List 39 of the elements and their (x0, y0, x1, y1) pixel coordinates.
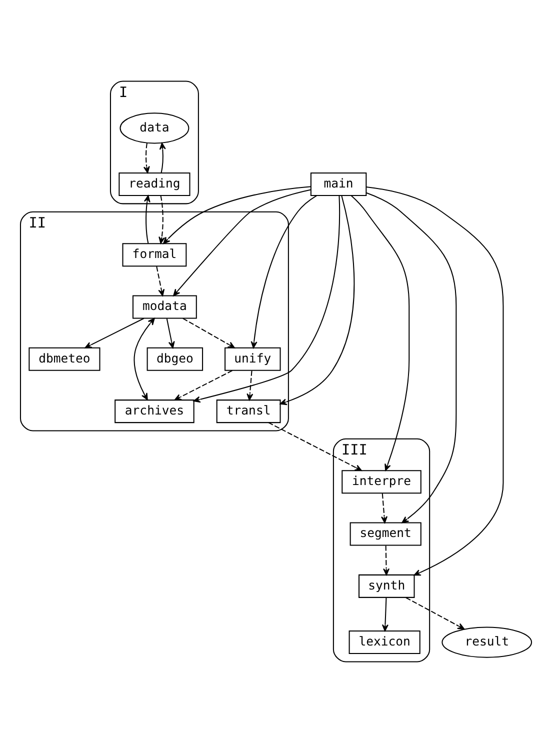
node-box: modata (132, 295, 197, 319)
arrow (280, 195, 355, 406)
arrow (350, 195, 410, 471)
node-box: segment (350, 522, 422, 546)
arrow (158, 196, 166, 244)
arrow (383, 546, 390, 576)
node-box: reading (118, 172, 190, 196)
arrow (382, 598, 388, 632)
arrow (268, 422, 362, 472)
arrow (166, 318, 175, 348)
arrow (134, 318, 155, 400)
arrow (159, 142, 166, 173)
arrow (143, 143, 150, 174)
node-box: synth (358, 574, 415, 598)
arrow (182, 318, 235, 348)
arrow (381, 493, 388, 524)
node-ellipse: data (120, 112, 190, 144)
node-box: transl (216, 400, 281, 424)
node-box: main (310, 172, 367, 196)
arrow (144, 195, 150, 244)
arrow (366, 186, 504, 576)
arrow (366, 192, 457, 524)
node-box: unify (224, 347, 281, 371)
arrow (406, 597, 465, 630)
node-box: dbgeo (146, 347, 204, 371)
arrow (246, 370, 254, 401)
node-box: dbmeteo (28, 347, 100, 371)
node-ellipse: result (442, 626, 532, 658)
arrow (84, 318, 144, 348)
arrow (193, 196, 340, 403)
node-box: interpre (342, 470, 422, 494)
node-box: lexicon (348, 630, 420, 654)
arrow (250, 195, 318, 348)
arrow (163, 186, 311, 244)
node-box: formal (122, 243, 187, 267)
node-box: archives (114, 400, 194, 424)
arrow (156, 266, 165, 296)
arrow (174, 370, 233, 400)
arrow (173, 189, 311, 296)
